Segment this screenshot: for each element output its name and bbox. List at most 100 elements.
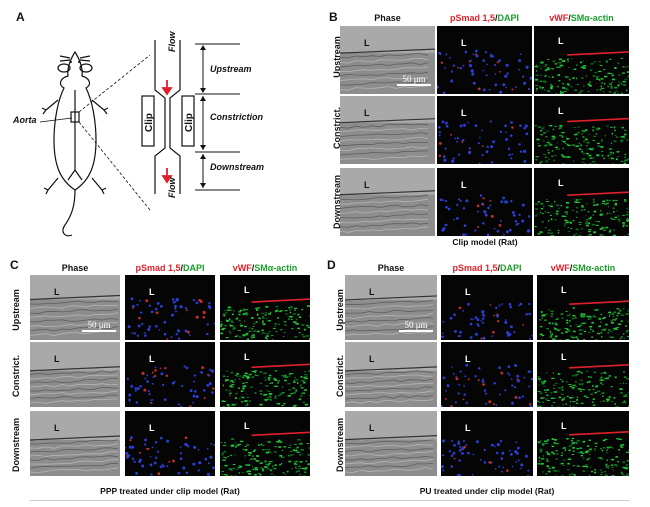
d-col-vwf-sma: vWF/SMα-actin <box>550 263 616 273</box>
d-constrict-psmad-dapi-micrograph: L <box>441 342 533 407</box>
c-row-upstream: Upstream <box>11 289 21 331</box>
c-constrict-phase-micrograph: L <box>30 342 120 407</box>
d-downstream-vwf-sma-micrograph: L <box>537 411 629 476</box>
lumen-label: L <box>369 354 375 364</box>
scale-bar: 50 μm <box>82 320 116 332</box>
b-upstream-psmad-dapi-micrograph: L <box>437 26 532 94</box>
region-upstream: Upstream <box>210 64 252 74</box>
lumen-label: L <box>561 352 567 362</box>
scale-bar-label: 50 μm <box>402 74 426 84</box>
flow-arrow-icon <box>161 80 173 184</box>
c-upstream-phase-micrograph: L 50 μm <box>30 275 120 340</box>
lumen-label: L <box>244 285 250 295</box>
clip-label-left: Clip <box>144 113 155 132</box>
d-upstream-vwf-sma-micrograph: L <box>537 275 629 340</box>
lumen-label: L <box>369 287 375 297</box>
lumen-label: L <box>561 285 567 295</box>
lumen-label: L <box>465 354 471 364</box>
panel-label-d: D <box>327 258 336 272</box>
c-downstream-vwf-sma-micrograph: L <box>220 411 310 476</box>
panel-label-a: A <box>16 10 25 24</box>
rat-outline-icon <box>41 50 109 237</box>
b-constrict-psmad-dapi-micrograph: L <box>437 96 532 164</box>
lumen-label: L <box>369 423 375 433</box>
b-downstream-psmad-dapi-micrograph: L <box>437 168 532 236</box>
lumen-label: L <box>561 421 567 431</box>
b-downstream-phase-micrograph: L <box>340 168 435 236</box>
lumen-label: L <box>364 38 370 48</box>
region-downstream: Downstream <box>210 162 265 172</box>
c-downstream-phase-micrograph: L <box>30 411 120 476</box>
c-upstream-psmad-dapi-micrograph: L <box>125 275 215 340</box>
lumen-label: L <box>54 423 60 433</box>
scale-bar-label: 50 μm <box>404 320 428 330</box>
lumen-label: L <box>54 354 60 364</box>
d-row-upstream: Upstream <box>335 289 345 331</box>
lumen-label: L <box>149 287 155 297</box>
scale-bar-line <box>82 330 116 332</box>
b-col-vwf-sma: vWF/SMα-actin <box>549 13 614 23</box>
d-row-constrict: Constrict. <box>335 355 345 398</box>
scale-bar-line <box>399 330 433 332</box>
lumen-label: L <box>461 38 467 48</box>
lumen-label: L <box>465 423 471 433</box>
vessel-walls <box>154 40 181 194</box>
lumen-label: L <box>558 178 564 188</box>
c-constrict-psmad-dapi-micrograph: L <box>125 342 215 407</box>
c-col-vwf-sma: vWF/SMα-actin <box>232 263 298 273</box>
c-row-constrict: Constrict. <box>11 355 21 398</box>
b-col-psmad-dapi: pSmad 1,5/DAPI <box>449 13 520 23</box>
panel-label-b: B <box>329 10 338 24</box>
bottom-divider <box>30 500 630 501</box>
d-col-psmad-dapi: pSmad 1,5/DAPI <box>452 263 522 273</box>
scale-bar: 50 μm <box>397 74 431 86</box>
lumen-label: L <box>558 106 564 116</box>
flow-label-bottom: Flow <box>167 177 177 199</box>
lumen-label: L <box>465 287 471 297</box>
lumen-label: L <box>461 108 467 118</box>
d-constrict-phase-micrograph: L <box>345 342 437 407</box>
b-upstream-phase-micrograph: L 50 μm <box>340 26 435 94</box>
region-brackets <box>195 43 240 191</box>
d-row-downstream: Downstream <box>335 418 345 473</box>
lumen-label: L <box>149 354 155 364</box>
scale-bar-label: 50 μm <box>87 320 111 330</box>
lumen-label: L <box>364 108 370 118</box>
b-col-phase: Phase <box>374 13 401 23</box>
panel-label-c: C <box>10 258 19 272</box>
c-constrict-vwf-sma-micrograph: L <box>220 342 310 407</box>
lumen-label: L <box>364 180 370 190</box>
d-upstream-psmad-dapi-micrograph: L <box>441 275 533 340</box>
c-row-downstream: Downstream <box>11 418 21 473</box>
d-constrict-vwf-sma-micrograph: L <box>537 342 629 407</box>
lumen-label: L <box>149 423 155 433</box>
b-constrict-vwf-sma-micrograph: L <box>534 96 629 164</box>
b-caption: Clip model (Rat) <box>452 237 518 247</box>
d-downstream-phase-micrograph: L <box>345 411 437 476</box>
d-col-phase: Phase <box>377 263 405 273</box>
region-constriction: Constriction <box>210 112 263 122</box>
c-upstream-vwf-sma-micrograph: L <box>220 275 310 340</box>
scale-bar: 50 μm <box>399 320 433 332</box>
b-downstream-vwf-sma-micrograph: L <box>534 168 629 236</box>
rat-aorta-diagram <box>39 40 240 237</box>
lumen-label: L <box>54 287 60 297</box>
d-upstream-phase-micrograph: L 50 μm <box>345 275 437 340</box>
lumen-label: L <box>461 180 467 190</box>
c-col-phase: Phase <box>61 263 89 273</box>
lumen-label: L <box>244 352 250 362</box>
aorta-label: Aorta <box>13 115 37 125</box>
flow-label-top: Flow <box>167 31 177 53</box>
lumen-label: L <box>244 421 250 431</box>
d-caption: PU treated under clip model (Rat) <box>419 486 555 496</box>
c-col-psmad-dapi: pSmad 1,5/DAPI <box>135 263 205 273</box>
c-downstream-psmad-dapi-micrograph: L <box>125 411 215 476</box>
b-upstream-vwf-sma-micrograph: L <box>534 26 629 94</box>
clip-label-right: Clip <box>184 113 195 132</box>
bracket-arrowheads <box>200 45 206 188</box>
d-downstream-psmad-dapi-micrograph: L <box>441 411 533 476</box>
lumen-label: L <box>558 36 564 46</box>
c-caption: PPP treated under clip model (Rat) <box>100 486 240 496</box>
b-constrict-phase-micrograph: L <box>340 96 435 164</box>
scale-bar-line <box>397 84 431 86</box>
